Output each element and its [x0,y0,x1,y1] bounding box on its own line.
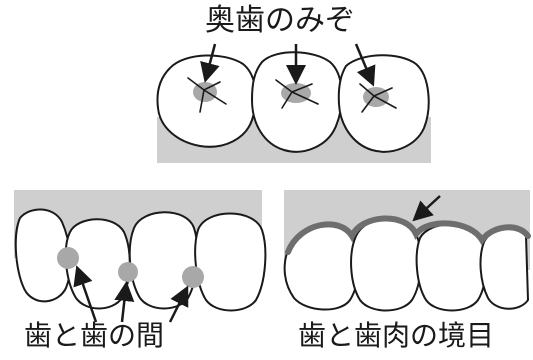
molars-panel [156,43,431,163]
gum-line-label: 歯と歯肉の境目 [298,319,495,352]
incisor-tooth [14,208,72,303]
incisor-tooth [350,217,422,312]
arrow-icon [114,281,135,323]
incisor-tooth [415,223,487,312]
incisor-tooth [194,212,267,312]
gumline-panel [283,190,531,312]
incisor-tooth [479,227,530,310]
between-teeth-label: 歯と歯の間 [24,319,165,352]
interdental-spot [182,266,204,288]
interdental-spot [57,247,79,269]
arrow-icon [168,285,189,323]
arrow-icon [354,43,376,87]
arrow-icon [200,43,220,83]
gum-line [285,215,531,255]
interdental-panel [14,190,267,323]
occlusal-grooves-label: 奥歯のみぞ [205,3,355,38]
arrow-icon [412,195,441,222]
interdental-spot [118,262,138,282]
arrow-icon [73,265,98,323]
incisor-tooth [128,211,199,310]
